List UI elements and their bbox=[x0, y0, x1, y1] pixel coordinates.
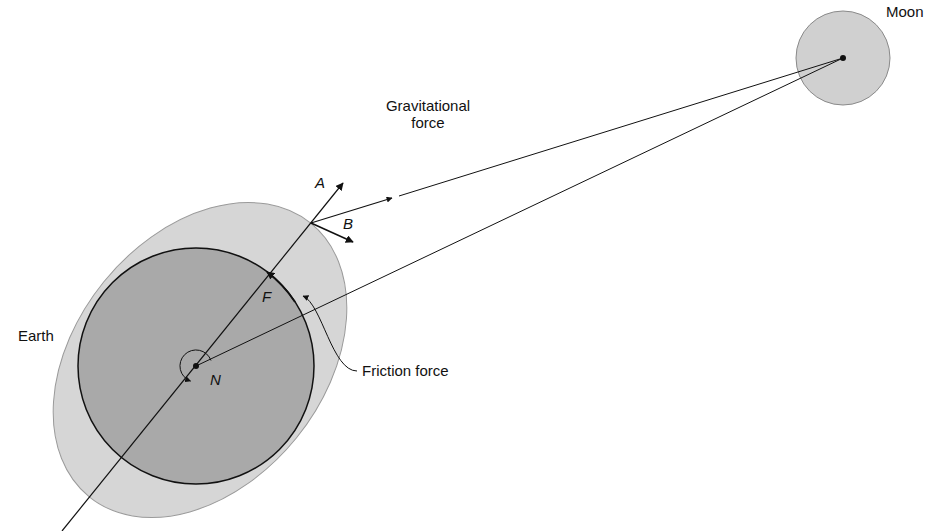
label-anchor: F bbox=[262, 289, 271, 306]
label-anchor: A bbox=[315, 175, 325, 192]
label-anchor: Gravitational force bbox=[378, 98, 478, 131]
earth-center bbox=[193, 363, 199, 369]
vector-letter: F bbox=[262, 289, 271, 306]
pole-letter: N bbox=[210, 372, 221, 389]
label-anchor: B bbox=[343, 216, 353, 233]
force-name: Friction force bbox=[362, 363, 449, 380]
friction-leader bbox=[303, 296, 357, 371]
vector-letter: B bbox=[343, 216, 353, 233]
label-anchor: N bbox=[210, 372, 221, 389]
earth-body bbox=[78, 248, 314, 484]
body-name: Earth bbox=[18, 328, 54, 345]
center-line bbox=[196, 58, 843, 366]
body-name: Moon bbox=[886, 4, 924, 21]
gravity-line bbox=[399, 58, 843, 196]
label-anchor: Friction force bbox=[362, 363, 449, 380]
label-anchor: Moon bbox=[886, 4, 924, 21]
axis-arrow bbox=[62, 183, 343, 531]
tidal-bulge bbox=[0, 145, 407, 531]
label-anchor: Earth bbox=[18, 328, 54, 345]
friction-arc bbox=[267, 272, 295, 302]
force-name: Gravitational force bbox=[378, 98, 478, 131]
vector-letter: A bbox=[315, 175, 325, 192]
rotation-arrow bbox=[180, 350, 211, 381]
